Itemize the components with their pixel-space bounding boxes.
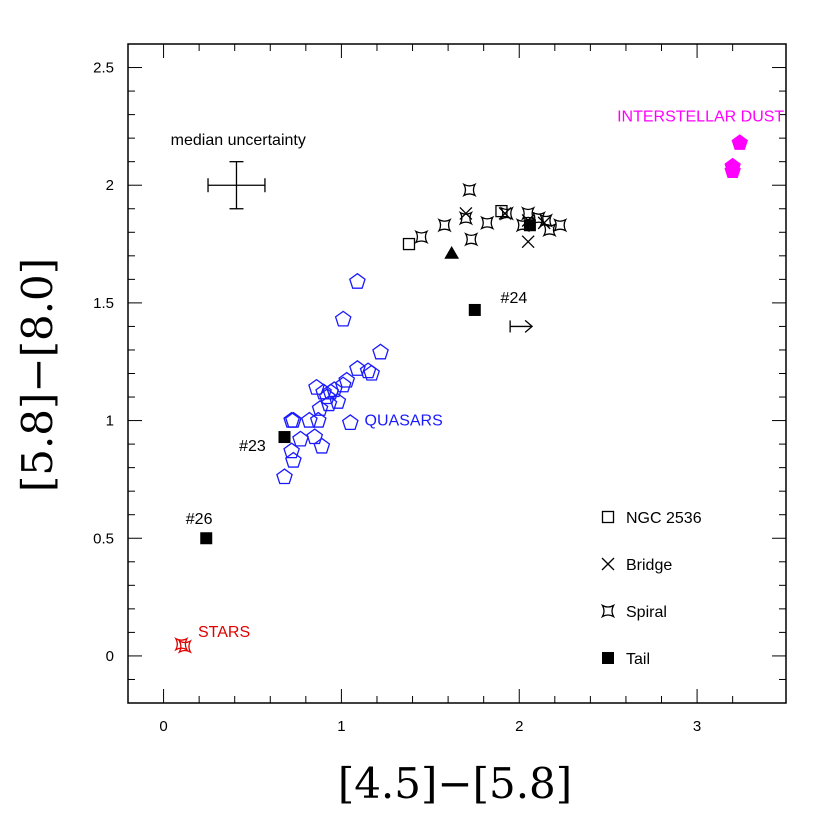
point-ngc-2536 bbox=[495, 204, 508, 218]
y-axis-title: [5.8]−[8.0] bbox=[13, 258, 62, 492]
point-quasars bbox=[285, 411, 302, 428]
median-uncertainty-errorbar bbox=[207, 161, 266, 210]
annotation-quasars: QUASARS bbox=[365, 412, 443, 429]
point-interstellar-dust bbox=[724, 162, 741, 179]
point-spiral bbox=[437, 218, 452, 233]
point-stars bbox=[177, 639, 193, 654]
point-quasars bbox=[363, 364, 381, 381]
series-interstellar-dust bbox=[724, 134, 748, 179]
y-tick-label: 0 bbox=[106, 648, 114, 665]
x-tick-label: 2 bbox=[515, 718, 523, 735]
legend-marker-ngc-2536 bbox=[601, 510, 615, 524]
x-tick-label: 0 bbox=[159, 718, 167, 735]
x-tick-label: 3 bbox=[693, 718, 701, 735]
point-spiral bbox=[552, 218, 568, 233]
point-quasars bbox=[334, 376, 352, 393]
y-tick-label: 2 bbox=[106, 177, 114, 194]
x-tick-label: 1 bbox=[337, 718, 345, 735]
point-quasars bbox=[313, 437, 331, 454]
legend-label-ngc-2536: NGC 2536 bbox=[626, 510, 702, 527]
point-spiral bbox=[414, 229, 429, 245]
point-quasars bbox=[301, 411, 318, 428]
annotation-stars: STARS bbox=[198, 624, 250, 641]
point-quasars bbox=[309, 411, 327, 428]
annotation-26: #26 bbox=[186, 511, 213, 528]
point-tail bbox=[468, 303, 481, 316]
y-tick-label: 1 bbox=[106, 413, 114, 430]
point-tail bbox=[200, 532, 213, 545]
point-quasars bbox=[341, 414, 359, 431]
point-spiral bbox=[480, 215, 495, 231]
series-quasars bbox=[276, 272, 389, 485]
annotation-23: #23 bbox=[239, 438, 266, 455]
data-marks bbox=[174, 134, 748, 654]
point-stars bbox=[174, 637, 189, 652]
point-quasars bbox=[372, 343, 389, 360]
legend-marker-spiral bbox=[600, 603, 616, 619]
annotations: median uncertainty INTERSTELLAR DUST QUASA… bbox=[171, 109, 785, 641]
y-tick-label: 0.5 bbox=[93, 530, 114, 547]
point-quasars bbox=[276, 468, 293, 485]
point-quasars bbox=[349, 272, 366, 289]
point-quasars bbox=[338, 371, 356, 388]
legend-label-bridge: Bridge bbox=[626, 557, 672, 574]
series-tail bbox=[200, 219, 536, 545]
point-quasars bbox=[292, 430, 309, 447]
legend-marker-bridge bbox=[601, 557, 615, 571]
arrow-right-icon bbox=[509, 319, 534, 333]
point-quasars bbox=[334, 310, 352, 327]
point-quasars bbox=[315, 383, 332, 400]
legend-item-ngc-2536: NGC 2536 bbox=[601, 510, 702, 527]
series-stars bbox=[174, 637, 193, 654]
x-axis-title: [4.5]−[5.8] bbox=[338, 759, 572, 808]
annotation-interstellar-dust: INTERSTELLAR DUST bbox=[617, 109, 784, 126]
point-quasars bbox=[329, 392, 347, 409]
point-bridge bbox=[521, 235, 535, 249]
point-quasars bbox=[285, 451, 302, 468]
point-spiral bbox=[462, 182, 477, 198]
series-filled-triangle bbox=[444, 245, 460, 259]
y-tick-label: 1.5 bbox=[93, 295, 114, 312]
legend-label-spiral: Spiral bbox=[626, 604, 667, 621]
point-quasars bbox=[306, 428, 324, 445]
point-quasars bbox=[349, 359, 366, 376]
series-spiral bbox=[414, 182, 568, 247]
point-spiral bbox=[458, 211, 474, 226]
legend-marker-tail bbox=[602, 652, 614, 664]
annotation-median-uncertainty: median uncertainty bbox=[171, 132, 306, 149]
point-quasars bbox=[318, 388, 336, 405]
point-quasars bbox=[320, 395, 338, 412]
point-filled-triangle bbox=[444, 245, 460, 259]
point-spiral bbox=[542, 222, 557, 238]
legend-item-bridge: Bridge bbox=[601, 557, 672, 574]
point-tail bbox=[278, 431, 291, 444]
y-tick-label: 2.5 bbox=[93, 60, 114, 77]
point-interstellar-dust bbox=[731, 134, 748, 150]
point-spiral bbox=[520, 206, 536, 221]
axis-ticks bbox=[128, 44, 786, 703]
point-spiral bbox=[499, 206, 514, 221]
legend-item-spiral: Spiral bbox=[600, 603, 667, 621]
point-ngc-2536 bbox=[402, 237, 416, 251]
annotation-24: #24 bbox=[501, 290, 528, 307]
tick-labels: 0 1 2 3 0 0.5 1 1.5 2 2.5 bbox=[93, 60, 701, 735]
point-spiral bbox=[464, 232, 479, 247]
point-quasars bbox=[311, 399, 329, 416]
legend-item-tail: Tail bbox=[602, 651, 650, 668]
point-quasars bbox=[283, 442, 300, 459]
point-tail bbox=[523, 219, 536, 232]
legend-label-tail: Tail bbox=[626, 651, 650, 668]
